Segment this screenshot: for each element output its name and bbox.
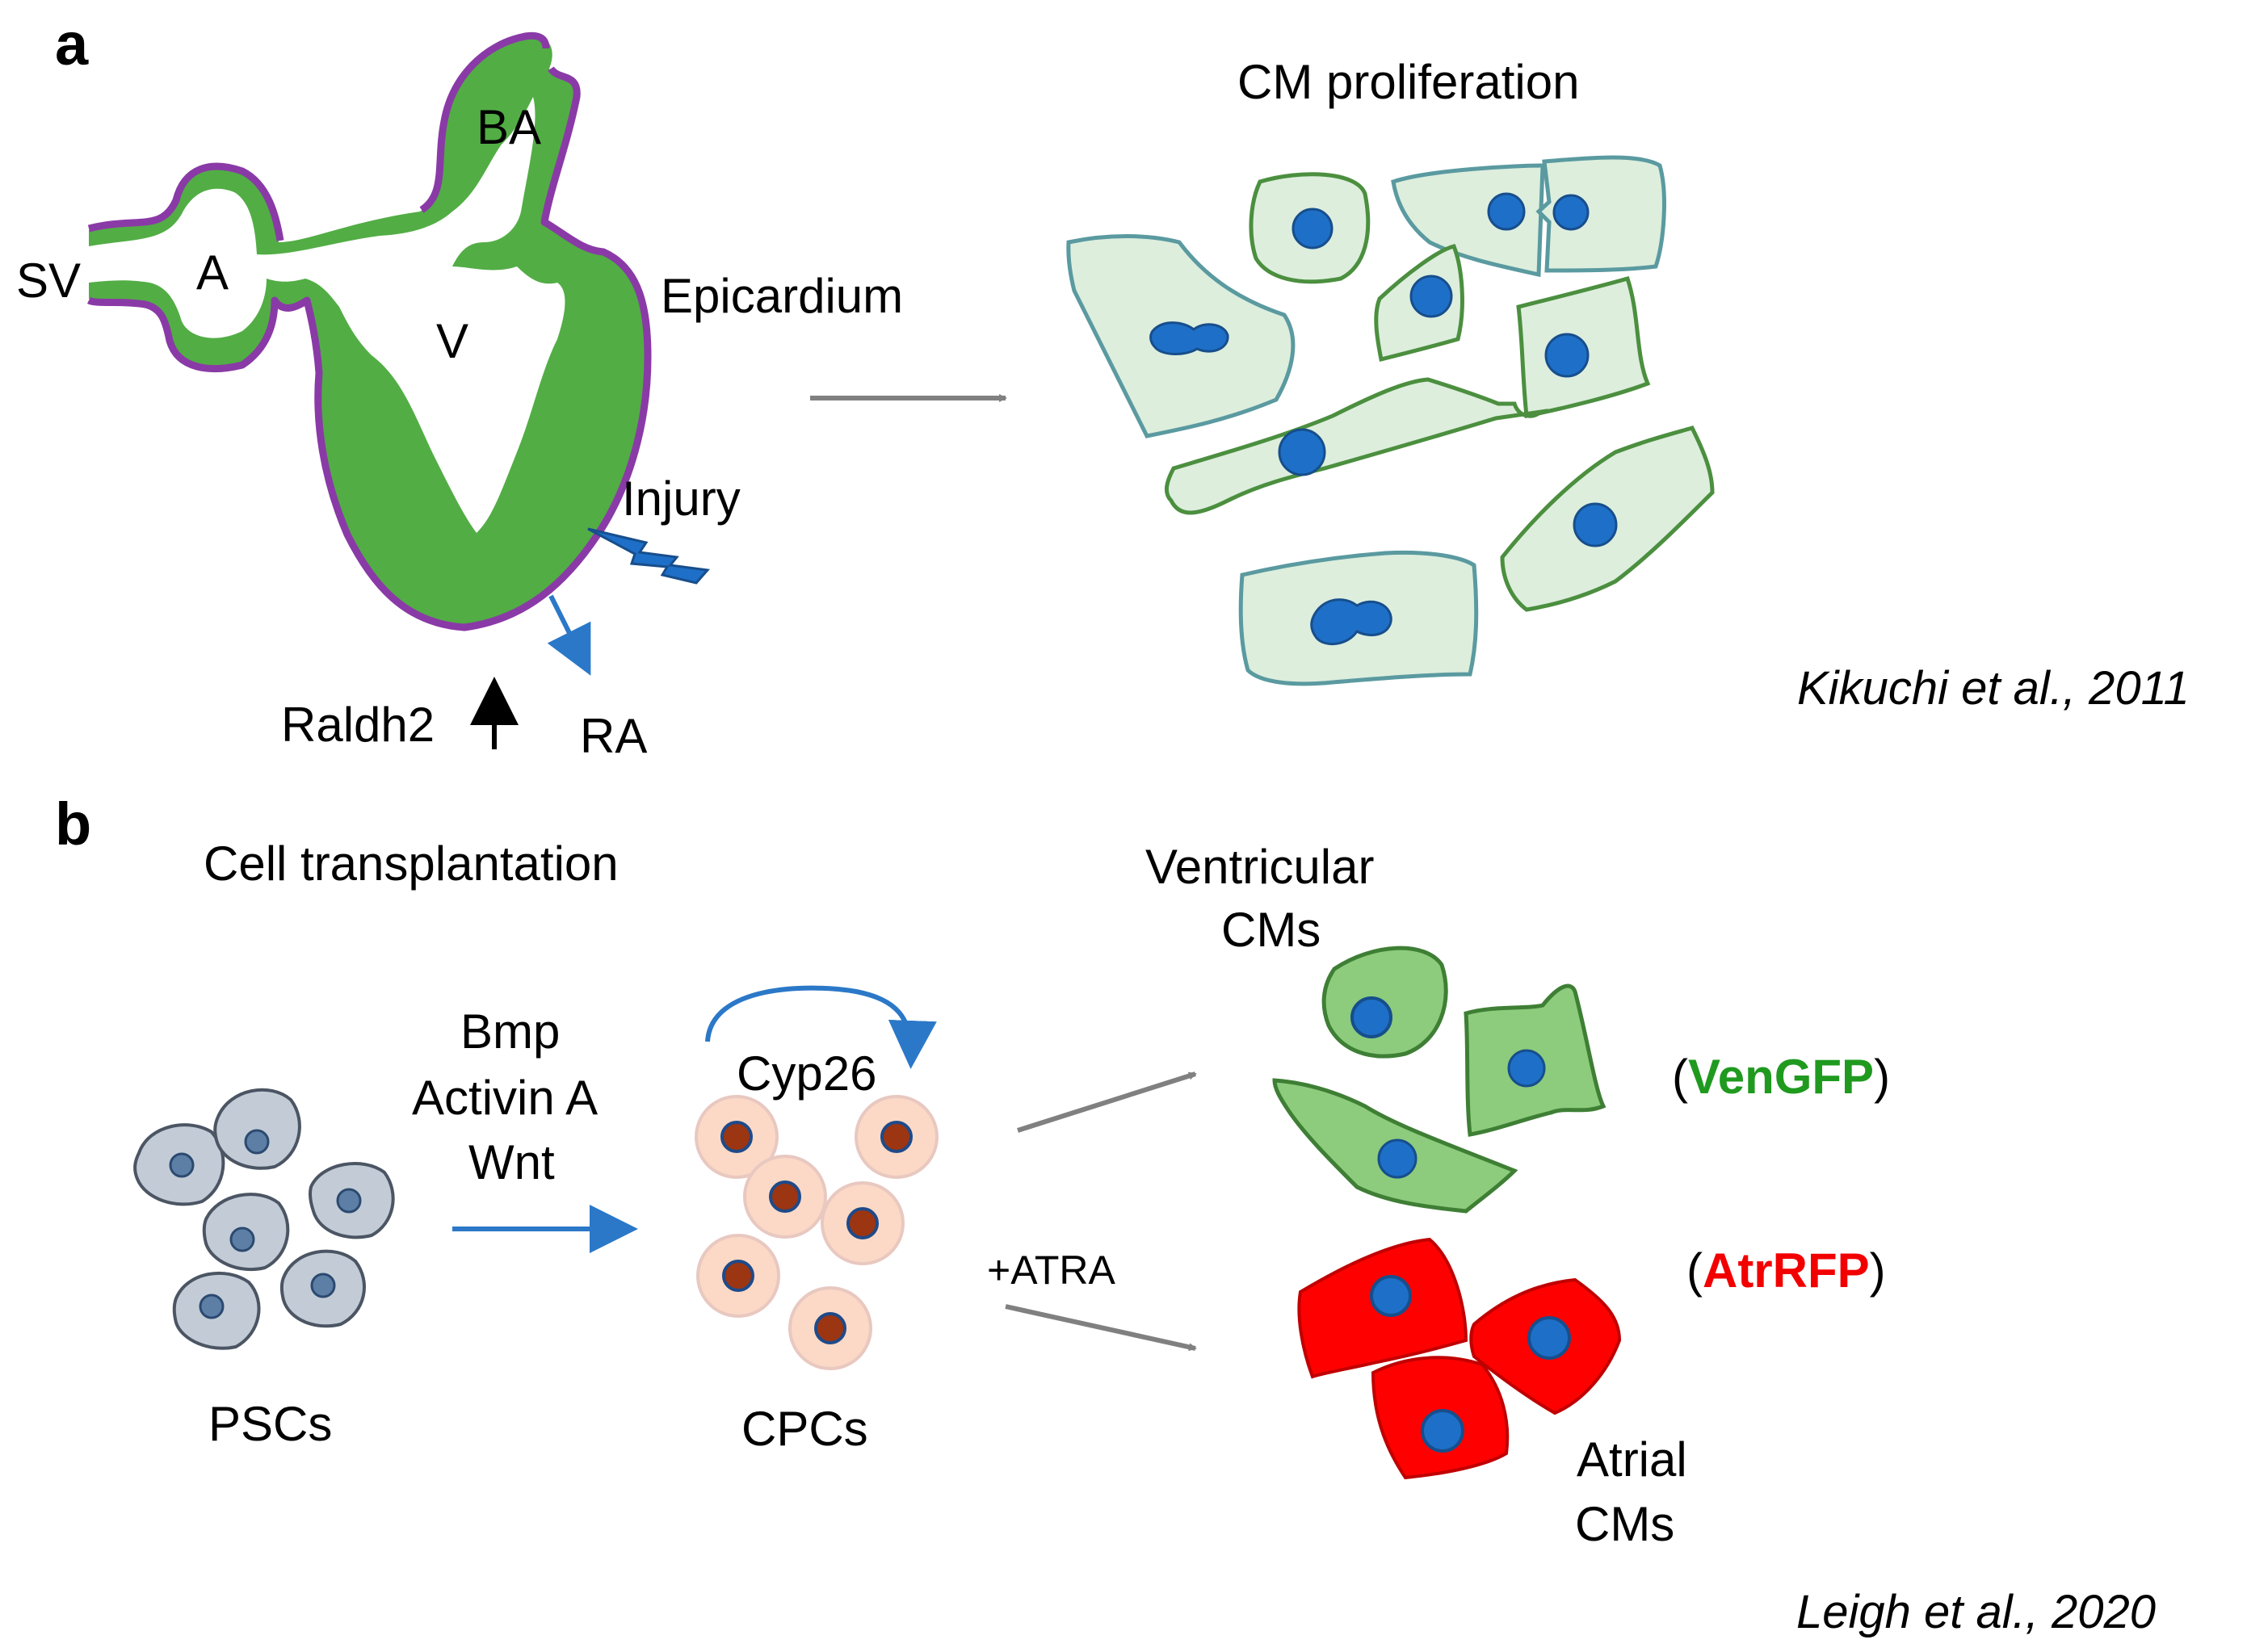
psc-nucleus	[336, 1188, 362, 1214]
cm-proliferation-title: CM proliferation	[1237, 55, 1580, 109]
citation-kikuchi: Kikuchi et al., 2011	[1797, 662, 2190, 715]
atrial-nucleus	[1421, 1409, 1464, 1453]
vengfp-name: VenGFP	[1688, 1050, 1874, 1104]
atrrfp-close: )	[1870, 1243, 1886, 1298]
cm-cell	[1164, 377, 1549, 515]
cyp26-label: Cyp26	[737, 1046, 876, 1101]
raldh2-label: Raldh2	[281, 698, 435, 752]
factor-activin-a: Activin A	[412, 1071, 598, 1125]
psc-nucleus	[169, 1152, 195, 1178]
panel-a-letter: a	[55, 10, 89, 78]
cm-nucleus	[1409, 275, 1453, 318]
cpc-nucleus	[880, 1121, 913, 1153]
heart-lumen	[89, 97, 565, 533]
heart-diagram: SV A BA V	[16, 31, 652, 631]
cpc-nucleus	[722, 1260, 754, 1292]
factor-bmp: Bmp	[460, 1004, 560, 1059]
label-v: V	[436, 314, 468, 368]
cpc-label: CPCs	[741, 1402, 868, 1456]
atrial-label-line1: Atrial	[1577, 1432, 1687, 1487]
atra-label: +ATRA	[987, 1248, 1115, 1293]
label-ba: BA	[477, 100, 541, 154]
ra-arrow	[547, 594, 591, 676]
vengfp-open: (	[1672, 1050, 1688, 1104]
lightning-bolt-icon	[587, 527, 710, 585]
dividing-nucleus	[1149, 321, 1229, 355]
cm-nucleus	[1573, 502, 1618, 547]
vengfp-close: )	[1874, 1050, 1890, 1104]
atrial-nucleus	[1527, 1316, 1571, 1360]
ra-label: RA	[580, 709, 647, 763]
cm-nucleus	[1544, 333, 1590, 378]
citation-leigh: Leigh et al., 2020	[1796, 1586, 2156, 1638]
cm-nucleus	[1278, 428, 1326, 476]
cm-nucleus	[1552, 194, 1590, 231]
epicardium-outline-ba	[419, 31, 550, 213]
label-sv: SV	[16, 254, 81, 308]
factor-wnt: Wnt	[468, 1135, 555, 1189]
ventricular-label-line1: Ventricular	[1145, 840, 1374, 894]
atrial-nucleus	[1370, 1275, 1412, 1317]
ventricular-nucleus	[1350, 996, 1392, 1038]
atrial-cms	[1297, 1237, 1622, 1480]
cpc-nucleus	[769, 1180, 801, 1213]
psc-cluster	[133, 1088, 395, 1350]
label-a: A	[196, 245, 229, 300]
cpc-nucleus	[720, 1121, 753, 1153]
cm-nucleus	[1292, 208, 1334, 250]
panel-b-letter: b	[55, 790, 91, 858]
injury-label: Injury	[622, 472, 741, 526]
psc-cell	[213, 1088, 301, 1170]
epicardium-outline	[87, 162, 284, 241]
atrrfp-open: (	[1686, 1243, 1703, 1298]
ventricular-nucleus	[1507, 1049, 1546, 1088]
ventricular-cms	[1272, 946, 1606, 1214]
cyp26-loop-arrow	[705, 985, 937, 1069]
cell-transplantation-title: Cell transplantation	[204, 837, 619, 891]
epicardium-label: Epicardium	[661, 269, 903, 323]
arrow-to-ventricular	[1017, 1071, 1197, 1133]
cpc-nucleus	[846, 1207, 879, 1239]
arrow-to-atrial	[1005, 1304, 1197, 1352]
atrrfp-label: (AtrRFP)	[1686, 1243, 1886, 1298]
vengfp-label: (VenGFP)	[1672, 1050, 1890, 1104]
cm-proliferation-cells	[1066, 155, 1715, 686]
psc-nucleus	[244, 1129, 270, 1155]
cm-nucleus	[1487, 192, 1526, 231]
epicardium-outline-outer	[86, 65, 652, 631]
atrrfp-name: AtrRFP	[1703, 1243, 1870, 1298]
cpc-cluster	[695, 1095, 939, 1370]
psc-label: PSCs	[208, 1397, 332, 1451]
cm-cell	[1535, 155, 1666, 273]
psc-nucleus	[310, 1273, 336, 1298]
cpc-nucleus	[814, 1312, 846, 1344]
ventricular-label-line2: CMs	[1221, 903, 1321, 957]
psc-nucleus	[199, 1294, 225, 1319]
atrial-label-line2: CMs	[1575, 1497, 1674, 1551]
dividing-nucleus	[1310, 598, 1392, 646]
ventricular-nucleus	[1377, 1139, 1418, 1179]
psc-nucleus	[229, 1227, 255, 1252]
